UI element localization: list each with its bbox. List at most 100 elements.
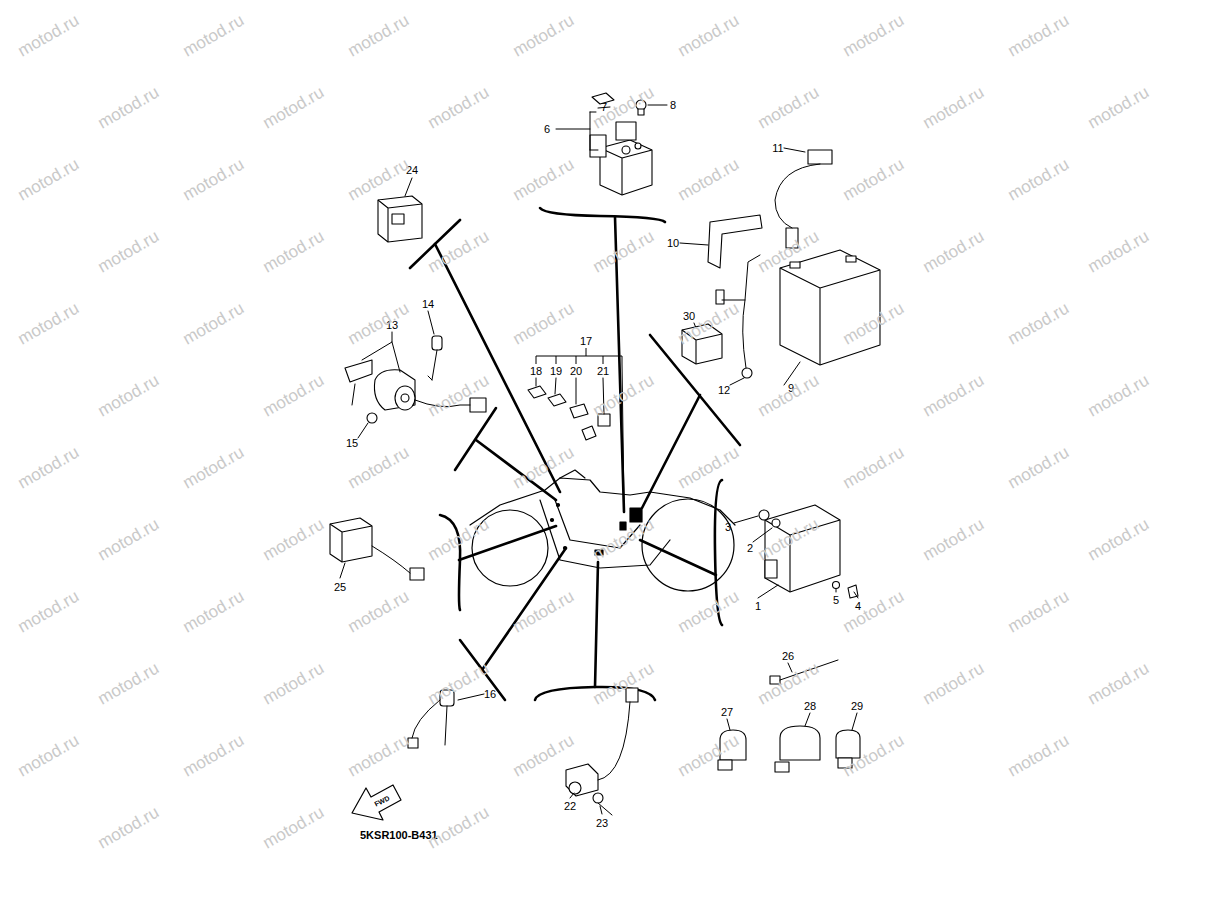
watermark: motod.ru (1005, 299, 1072, 347)
watermark: motod.ru (180, 587, 247, 635)
forward-arrow-label: FWD (373, 794, 390, 807)
watermark: motod.ru (590, 659, 657, 707)
watermark: motod.ru (180, 731, 247, 779)
watermark: motod.ru (345, 155, 412, 203)
watermark: motod.ru (510, 443, 577, 491)
watermark: motod.ru (920, 83, 987, 131)
watermark: motod.ru (675, 11, 742, 59)
watermark: motod.ru (260, 371, 327, 419)
watermark: motod.ru (95, 659, 162, 707)
watermark: motod.ru (1085, 515, 1152, 563)
watermark: motod.ru (95, 83, 162, 131)
callout-number: 17 (580, 336, 592, 347)
watermark: motod.ru (755, 515, 822, 563)
callout-number: 18 (530, 366, 542, 377)
watermark: motod.ru (675, 299, 742, 347)
watermark: motod.ru (675, 155, 742, 203)
callout-number: 28 (804, 701, 816, 712)
callout-number: 5 (833, 595, 839, 606)
watermark: motod.ru (425, 83, 492, 131)
watermark: motod.ru (15, 587, 82, 635)
callout-number: 16 (484, 689, 496, 700)
watermark: motod.ru (1085, 659, 1152, 707)
watermark: motod.ru (1005, 731, 1072, 779)
watermark: motod.ru (425, 515, 492, 563)
watermark: motod.ru (425, 659, 492, 707)
watermark: motod.ru (15, 731, 82, 779)
callout-number: 30 (683, 311, 695, 322)
watermark: motod.ru (15, 443, 82, 491)
watermark: motod.ru (510, 299, 577, 347)
watermark: motod.ru (510, 587, 577, 635)
watermark: motod.ru (920, 659, 987, 707)
callout-number: 6 (544, 124, 550, 135)
watermark: motod.ru (345, 11, 412, 59)
watermark: motod.ru (425, 371, 492, 419)
watermark: motod.ru (1085, 371, 1152, 419)
watermark: motod.ru (180, 155, 247, 203)
watermark: motod.ru (1085, 227, 1152, 275)
watermark: motod.ru (260, 83, 327, 131)
watermark: motod.ru (260, 659, 327, 707)
watermark: motod.ru (1085, 83, 1152, 131)
watermark: motod.ru (345, 443, 412, 491)
watermark: motod.ru (840, 11, 907, 59)
callout-number: 29 (851, 701, 863, 712)
watermark: motod.ru (345, 587, 412, 635)
watermark: motod.ru (1005, 11, 1072, 59)
callout-number: 3 (725, 522, 731, 533)
callout-number: 8 (670, 100, 676, 111)
callout-number: 2 (747, 543, 753, 554)
watermark: motod.ru (15, 155, 82, 203)
watermark: motod.ru (1005, 443, 1072, 491)
callout-number: 26 (782, 651, 794, 662)
callout-number: 23 (596, 818, 608, 829)
watermark: motod.ru (345, 731, 412, 779)
watermark: motod.ru (180, 443, 247, 491)
watermark: motod.ru (95, 515, 162, 563)
watermark: motod.ru (15, 299, 82, 347)
watermark: motod.ru (590, 83, 657, 131)
watermark: motod.ru (590, 227, 657, 275)
watermark: motod.ru (755, 371, 822, 419)
callout-number: 1 (755, 601, 761, 612)
watermark: motod.ru (675, 731, 742, 779)
watermark: motod.ru (510, 155, 577, 203)
watermark: motod.ru (180, 299, 247, 347)
watermark: motod.ru (260, 803, 327, 851)
callout-number: 10 (667, 238, 679, 249)
watermark: motod.ru (95, 803, 162, 851)
callout-number: 22 (564, 801, 576, 812)
watermark: motod.ru (920, 515, 987, 563)
watermark: motod.ru (15, 11, 82, 59)
watermark: motod.ru (95, 371, 162, 419)
watermark: motod.ru (840, 587, 907, 635)
watermark: motod.ru (840, 299, 907, 347)
watermark: motod.ru (1005, 155, 1072, 203)
watermark: motod.ru (510, 731, 577, 779)
callout-number: 19 (550, 366, 562, 377)
watermark: motod.ru (425, 227, 492, 275)
callout-number: 21 (597, 366, 609, 377)
watermark: motod.ru (920, 227, 987, 275)
watermark: motod.ru (755, 83, 822, 131)
watermark: motod.ru (755, 227, 822, 275)
watermark: motod.ru (590, 371, 657, 419)
callout-number: 27 (721, 707, 733, 718)
callout-number: 15 (346, 438, 358, 449)
watermark: motod.ru (345, 299, 412, 347)
watermark: motod.ru (95, 227, 162, 275)
watermark: motod.ru (840, 155, 907, 203)
watermark: motod.ru (590, 515, 657, 563)
watermark: motod.ru (840, 731, 907, 779)
watermark: motod.ru (260, 515, 327, 563)
callout-number: 14 (422, 299, 434, 310)
callout-number: 25 (334, 582, 346, 593)
callout-number: 11 (772, 143, 783, 154)
watermark: motod.ru (510, 11, 577, 59)
watermark: motod.ru (675, 443, 742, 491)
watermark: motod.ru (425, 803, 492, 851)
watermark: motod.ru (1005, 587, 1072, 635)
callout-number: 12 (718, 385, 730, 396)
